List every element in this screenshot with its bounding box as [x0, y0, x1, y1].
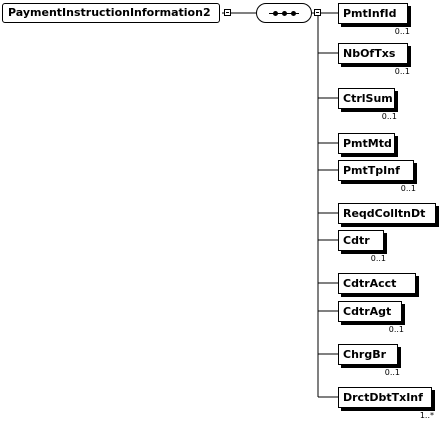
- element-cdtragt[interactable]: CdtrAgt: [338, 301, 405, 325]
- collapse-icon[interactable]: [224, 9, 231, 16]
- element-chrgbr[interactable]: ChrgBr: [338, 344, 401, 368]
- element-label: NbOfTxs: [343, 47, 396, 60]
- element-nboftxs[interactable]: NbOfTxs: [338, 43, 411, 67]
- element-ctrlsum[interactable]: CtrlSum: [338, 88, 398, 112]
- multiplicity-label: 0..1: [384, 368, 400, 377]
- element-label: PmtMtd: [343, 137, 392, 150]
- element-pmttpinf[interactable]: PmtTpInf: [338, 160, 417, 184]
- element-label: CdtrAcct: [343, 277, 397, 290]
- element-pmtmtd[interactable]: PmtMtd: [338, 133, 398, 157]
- root-element[interactable]: PaymentInstructionInformation2: [2, 3, 220, 23]
- element-label: CtrlSum: [343, 92, 393, 105]
- element-label: ReqdColltnDt: [343, 207, 426, 220]
- element-cdtr[interactable]: Cdtr: [338, 230, 387, 254]
- sequence-collapse-icon[interactable]: [314, 9, 321, 16]
- element-drctdbttxinf[interactable]: DrctDbtTxInf: [338, 387, 435, 411]
- element-label: Cdtr: [343, 234, 370, 247]
- element-label: ChrgBr: [343, 348, 387, 361]
- element-label: CdtrAgt: [343, 305, 392, 318]
- multiplicity-label: 0..1: [388, 325, 404, 334]
- element-reqdcolltndt[interactable]: ReqdColltnDt: [338, 203, 439, 227]
- multiplicity-label: 0..1: [400, 184, 416, 193]
- multiplicity-label: 0..1: [370, 254, 386, 263]
- multiplicity-label: 0..1: [394, 67, 410, 76]
- element-label: DrctDbtTxInf: [343, 391, 423, 404]
- element-cdtracct[interactable]: CdtrAcct: [338, 273, 419, 297]
- sequence-compositor-icon[interactable]: [256, 3, 312, 23]
- multiplicity-label: 0..1: [381, 112, 397, 121]
- root-label: PaymentInstructionInformation2: [8, 6, 211, 19]
- multiplicity-label: 1..*: [419, 411, 434, 420]
- element-label: PmtTpInf: [343, 164, 400, 177]
- multiplicity-label: 0..1: [394, 27, 410, 36]
- element-label: PmtInfId: [343, 7, 397, 20]
- element-pmtinfid[interactable]: PmtInfId: [338, 3, 411, 27]
